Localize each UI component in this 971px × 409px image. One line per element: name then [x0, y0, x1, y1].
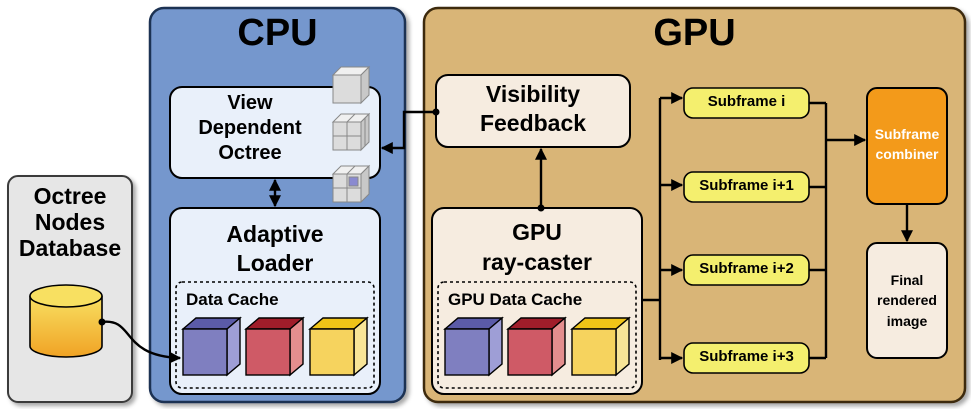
connectors — [101, 92, 913, 364]
adaptive-loader-label: Adaptive Loader — [226, 221, 324, 276]
subframe-label-0: Subframe i — [707, 93, 786, 110]
cache-cube-blue — [181, 316, 242, 377]
arrow-feedback-to-octree — [380, 110, 436, 154]
ray-caster-label: GPU ray-caster — [482, 219, 592, 275]
subframe-label-1: Subframe i+1 — [699, 177, 794, 194]
combiner-label: Subframe combiner — [874, 126, 940, 162]
view-octree-label: View Dependent Octree — [198, 92, 302, 164]
cache-cube-red — [244, 316, 305, 377]
octree-cube-icon-fine — [331, 164, 371, 204]
final-image-box — [866, 242, 948, 359]
visibility-feedback-label: Visibility Feedback — [479, 81, 587, 136]
database-cylinder-icon — [29, 284, 103, 358]
view-octree-box — [169, 86, 381, 179]
final-image-label: Final rendered image — [877, 272, 937, 329]
connector-dot-raycaster — [537, 204, 545, 212]
gpu-cache-cube-red — [506, 316, 567, 377]
gpu-cache-cube-blue — [443, 316, 504, 377]
cpu-title: CPU — [237, 12, 318, 54]
database-label: Octree Nodes Database — [18, 183, 122, 261]
arrow-database-to-cache — [101, 320, 182, 364]
octree-cube-icon-coarse — [331, 65, 371, 105]
connector-dot-feedback — [432, 108, 440, 116]
subframe-label-2: Subframe i+2 — [699, 260, 794, 277]
data-cache-label: Data Cache — [186, 290, 279, 309]
gpu-title: GPU — [653, 12, 736, 54]
octree-cube-icon-medium — [331, 112, 371, 152]
gpu-data-cache-label: GPU Data Cache — [448, 290, 583, 309]
cache-cube-yellow — [308, 316, 369, 377]
subframe-label-3: Subframe i+3 — [699, 348, 794, 365]
gpu-cache-cube-yellow — [570, 316, 631, 377]
connector-dot-database — [98, 318, 106, 326]
